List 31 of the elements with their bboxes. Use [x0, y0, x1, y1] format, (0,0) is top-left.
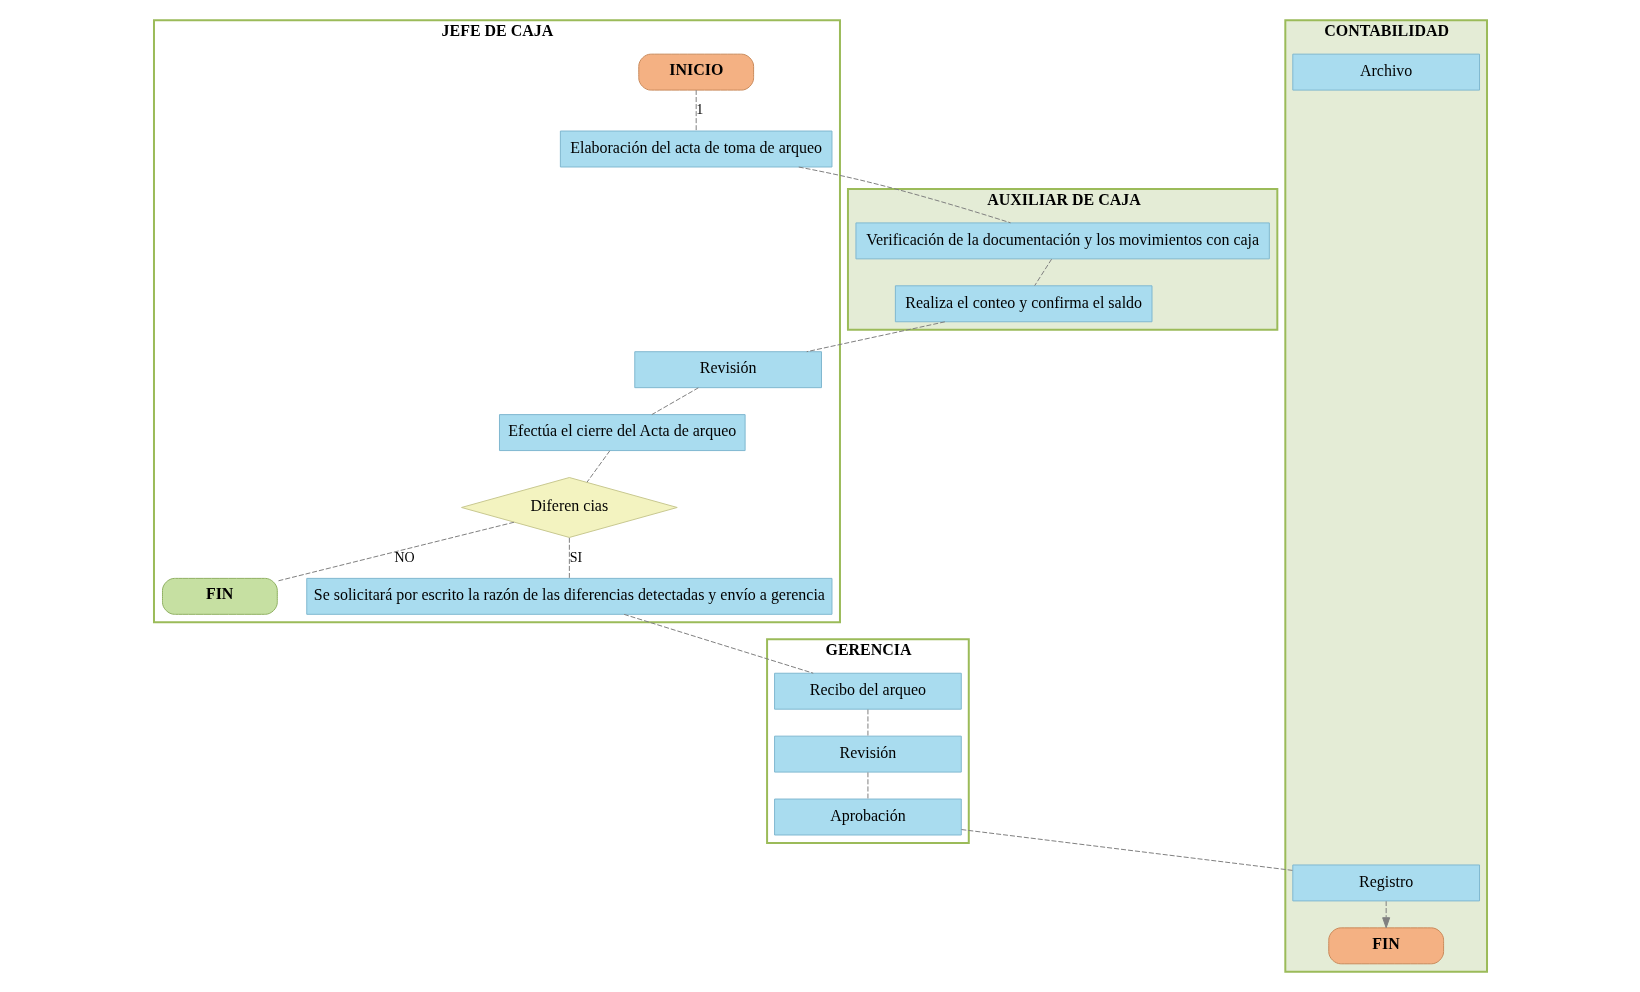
node-diamond: Diferen cias — [460, 477, 678, 538]
node-box: Archivo — [1291, 53, 1480, 91]
connector — [623, 613, 814, 674]
arrow — [1381, 900, 1390, 929]
node-box: Elaboración del acta de toma de arqueo — [559, 130, 832, 168]
node-box: Efectúa el cierre del Acta de arqueo — [498, 414, 746, 452]
node-box: Recibo del arqueo — [773, 672, 962, 710]
edge-label: 1 — [695, 102, 703, 118]
node-box: Realiza el conteo y confirma el saldo — [894, 285, 1152, 323]
connector — [695, 89, 697, 132]
node-box: Revisión — [633, 351, 822, 389]
connector — [797, 166, 1011, 224]
connector — [586, 450, 610, 483]
connector — [960, 829, 1293, 871]
node-box: Se solicitará por escrito la razón de las diferencias detectadas y envío a gerencia — [305, 577, 832, 615]
connector — [866, 709, 868, 737]
edge-label: NO — [394, 549, 415, 565]
node-box: FIN — [161, 577, 278, 615]
node-box: Revisión — [773, 735, 962, 773]
node-box: Aprobación — [773, 798, 962, 836]
connector — [805, 321, 945, 353]
connector — [276, 521, 514, 582]
node-box: INICIO — [637, 53, 754, 91]
node-box: Verificación de la documentación y los movimientos con caja — [854, 222, 1270, 260]
node-box: FIN — [1327, 927, 1444, 965]
node-box: Registro — [1291, 864, 1480, 902]
connector — [1033, 258, 1052, 287]
connector — [568, 537, 570, 579]
connector — [866, 771, 868, 800]
connector — [650, 387, 699, 416]
edge-label: SI — [569, 549, 582, 565]
